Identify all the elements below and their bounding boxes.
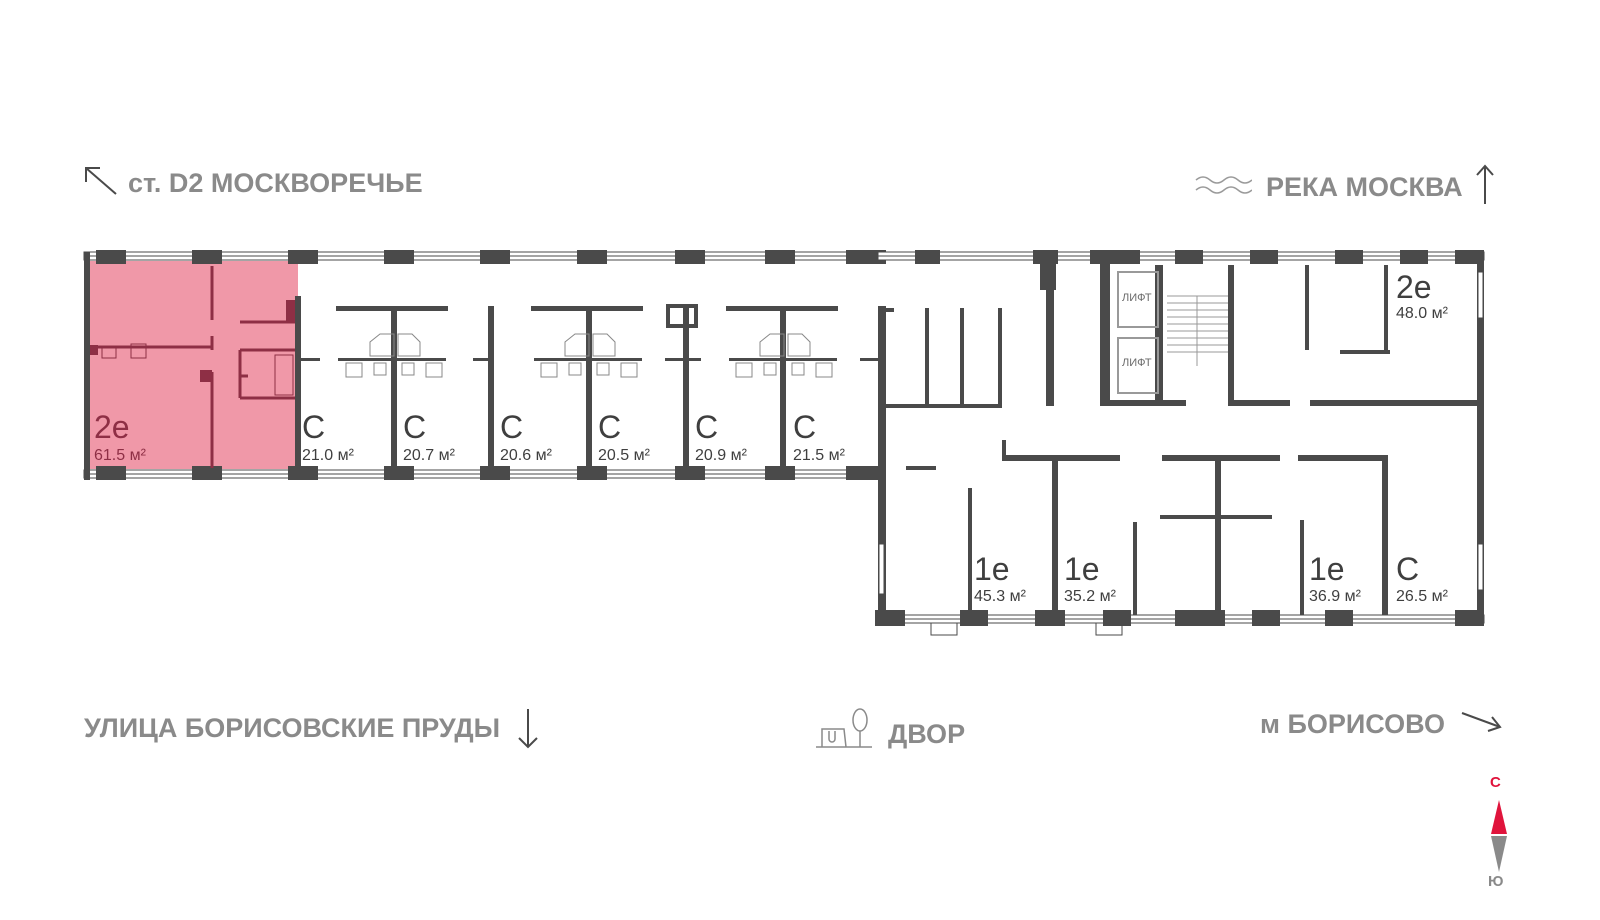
apartment-studio-21-0[interactable]: С 21.0 м² bbox=[302, 409, 355, 464]
direction-yard: ДВОР bbox=[814, 707, 965, 751]
apartment-area: 20.6 м² bbox=[500, 447, 553, 464]
direction-borisovskie-prudy: УЛИЦА БОРИСОВСКИЕ ПРУДЫ bbox=[84, 707, 540, 751]
apartment-studio-20-7[interactable]: С 20.7 м² bbox=[403, 409, 456, 464]
apartment-type: С bbox=[500, 409, 523, 445]
apartment-type: С bbox=[302, 409, 325, 445]
direction-river: РЕКА МОСКВА bbox=[1194, 164, 1496, 206]
arrow-right-icon bbox=[1462, 712, 1503, 732]
east-wing-walls bbox=[875, 250, 1485, 636]
east-wing-internal bbox=[880, 260, 1478, 615]
direction-label: ДВОР bbox=[888, 719, 966, 749]
apartment-area: 20.5 м² bbox=[598, 447, 651, 464]
lift-core: ЛИФТ ЛИФТ bbox=[1117, 271, 1228, 394]
apartment-type: С bbox=[403, 409, 426, 445]
river-waves-icon bbox=[1195, 176, 1253, 194]
apartment-area: 21.5 м² bbox=[793, 447, 846, 464]
direction-label: УЛИЦА БОРИСОВСКИЕ ПРУДЫ bbox=[84, 713, 501, 743]
direction-label: м БОРИСОВО bbox=[1260, 709, 1445, 739]
apartment-type: 1e bbox=[1309, 551, 1345, 587]
apartment-1e-36-9[interactable]: 1e 36.9 м² bbox=[1309, 551, 1362, 605]
apartment-type: С bbox=[1396, 551, 1419, 587]
apartment-area: 36.9 м² bbox=[1309, 588, 1362, 605]
apartment-type: С bbox=[695, 409, 718, 445]
studio-fixtures bbox=[345, 333, 833, 378]
arrow-down-icon bbox=[517, 709, 538, 749]
arrow-up-icon bbox=[1476, 164, 1494, 204]
apartment-labels: 2e 61.5 м² С 21.0 м² С 20.7 м² С 20.6 м²… bbox=[94, 269, 1449, 605]
direction-label: ст. D2 МОСКВОРЕЧЬЕ bbox=[128, 168, 423, 198]
apartment-2e-48-0[interactable]: 2e 48.0 м² bbox=[1396, 269, 1449, 322]
apartment-1e-45-3[interactable]: 1e 45.3 м² bbox=[974, 551, 1027, 605]
apartment-type: С bbox=[793, 409, 816, 445]
apartment-2e-61-5[interactable]: 2e 61.5 м² bbox=[94, 409, 147, 464]
apartment-type: С bbox=[598, 409, 621, 445]
apartment-area: 26.5 м² bbox=[1396, 588, 1449, 605]
lift-label: ЛИФТ bbox=[1122, 292, 1152, 304]
apartment-fill-selected[interactable] bbox=[89, 261, 298, 469]
compass-north-label: С bbox=[1490, 774, 1501, 791]
apartment-area: 48.0 м² bbox=[1396, 305, 1449, 322]
west-wing-walls bbox=[83, 250, 886, 480]
yard-icon bbox=[816, 708, 872, 748]
apartment-type: 2e bbox=[94, 409, 130, 445]
apartment-studio-20-9[interactable]: С 20.9 м² bbox=[695, 409, 748, 464]
lift-label: ЛИФТ bbox=[1122, 357, 1152, 369]
apartment-studio-21-5[interactable]: С 21.5 м² bbox=[793, 409, 846, 464]
compass-icon bbox=[1491, 800, 1507, 872]
apartment-type: 2e bbox=[1396, 269, 1432, 305]
apartment-area: 20.9 м² bbox=[695, 447, 748, 464]
compass-south-label: Ю bbox=[1488, 873, 1504, 890]
apartment-area: 45.3 м² bbox=[974, 588, 1027, 605]
apartment-area: 35.2 м² bbox=[1064, 588, 1117, 605]
direction-borisovo: м БОРИСОВО bbox=[1260, 707, 1504, 740]
studio-walls bbox=[295, 296, 886, 476]
apartment-type: 1e bbox=[974, 551, 1010, 587]
apartment-studio-26-5[interactable]: С 26.5 м² bbox=[1396, 551, 1449, 605]
apartment-area: 21.0 м² bbox=[302, 447, 355, 464]
arrow-up-left-icon bbox=[85, 167, 117, 195]
apartment-area: 20.7 м² bbox=[403, 447, 456, 464]
direction-moskvorechye: ст. D2 МОСКВОРЕЧЬЕ bbox=[82, 164, 423, 199]
apartment-type: 1e bbox=[1064, 551, 1100, 587]
apartment-1e-35-2[interactable]: 1e 35.2 м² bbox=[1064, 551, 1117, 605]
direction-label: РЕКА МОСКВА bbox=[1266, 172, 1463, 202]
apartment-area: 61.5 м² bbox=[94, 447, 147, 464]
apartment-studio-20-5[interactable]: С 20.5 м² bbox=[598, 409, 651, 464]
selected-apartment-walls bbox=[90, 266, 296, 468]
apartment-studio-20-6[interactable]: С 20.6 м² bbox=[500, 409, 553, 464]
